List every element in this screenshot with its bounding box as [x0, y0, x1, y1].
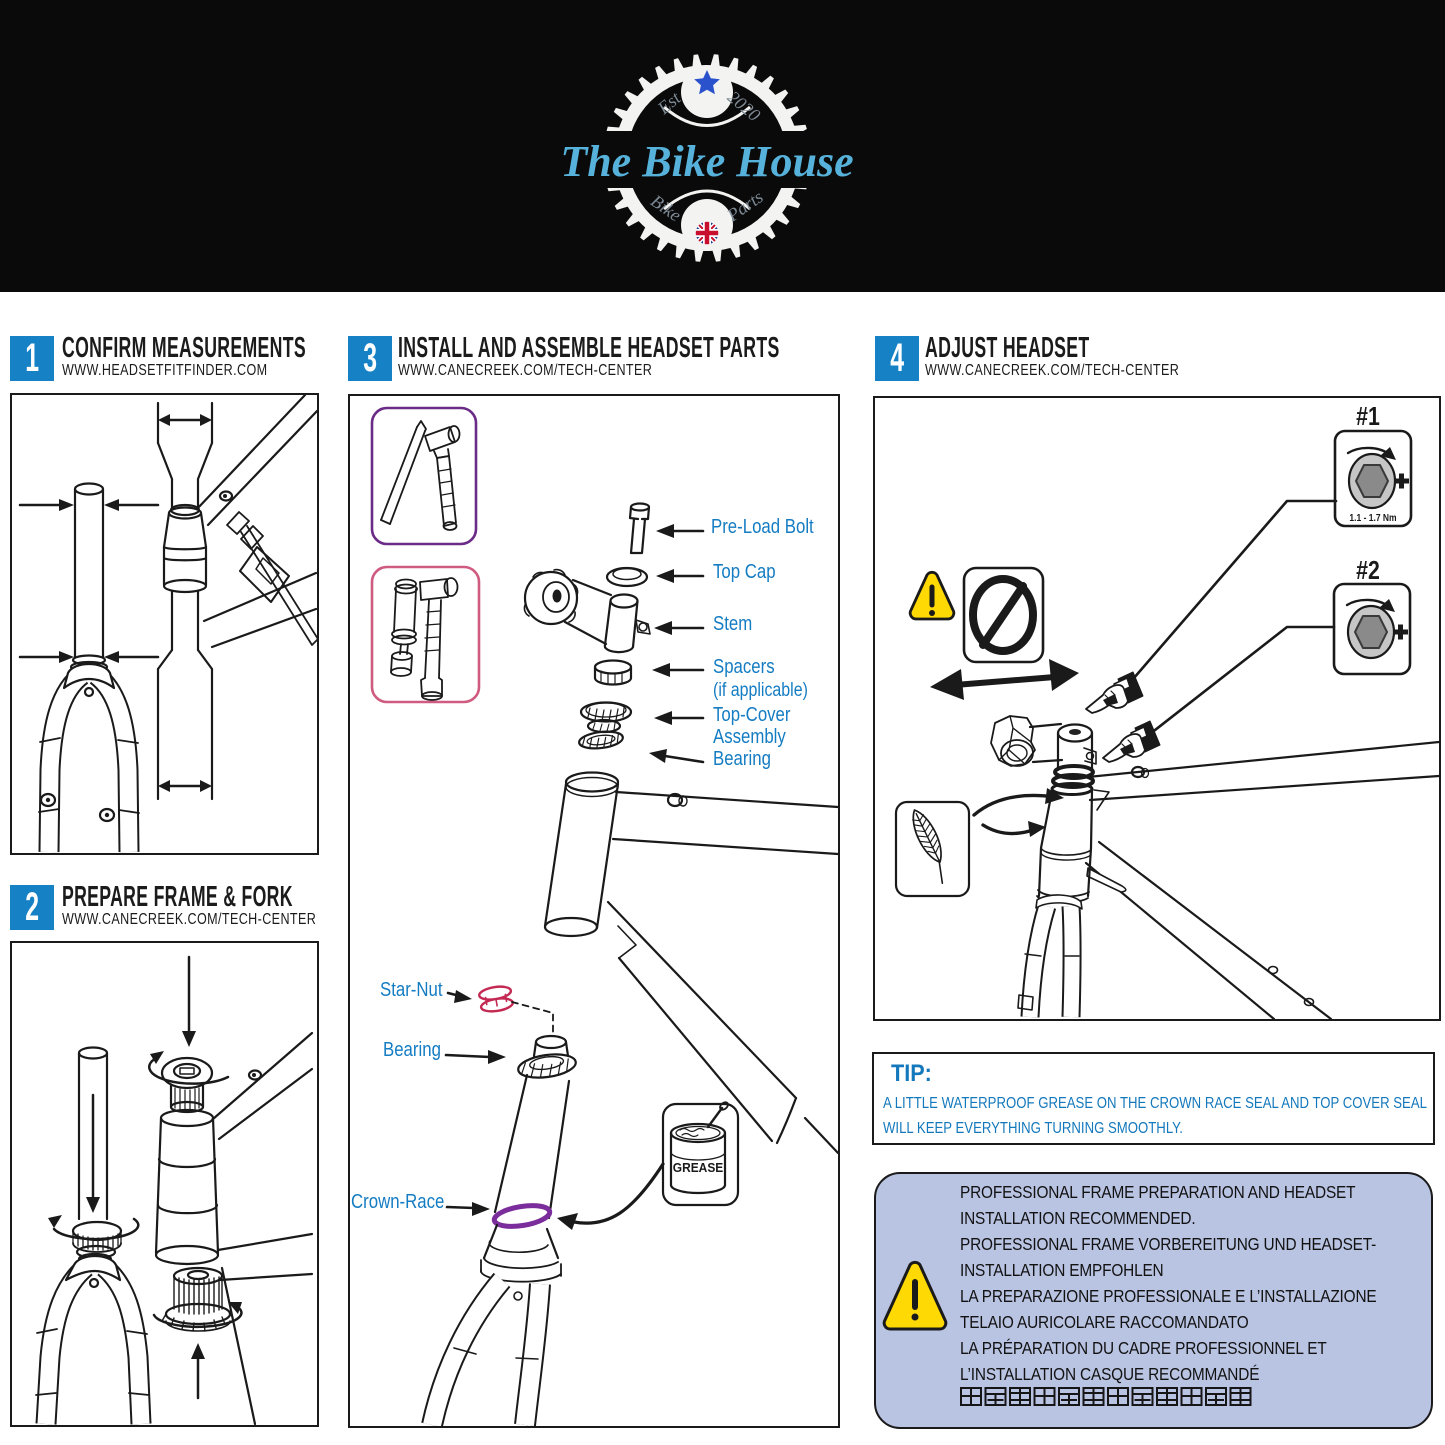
svg-text:1.1 - 1.7 Nm: 1.1 - 1.7 Nm	[1349, 512, 1396, 523]
svg-text:#1: #1	[1356, 402, 1380, 432]
svg-text:GREASE: GREASE	[673, 1161, 723, 1176]
svg-text:The Bike House: The Bike House	[560, 137, 853, 186]
svg-text:#2: #2	[1356, 556, 1380, 586]
